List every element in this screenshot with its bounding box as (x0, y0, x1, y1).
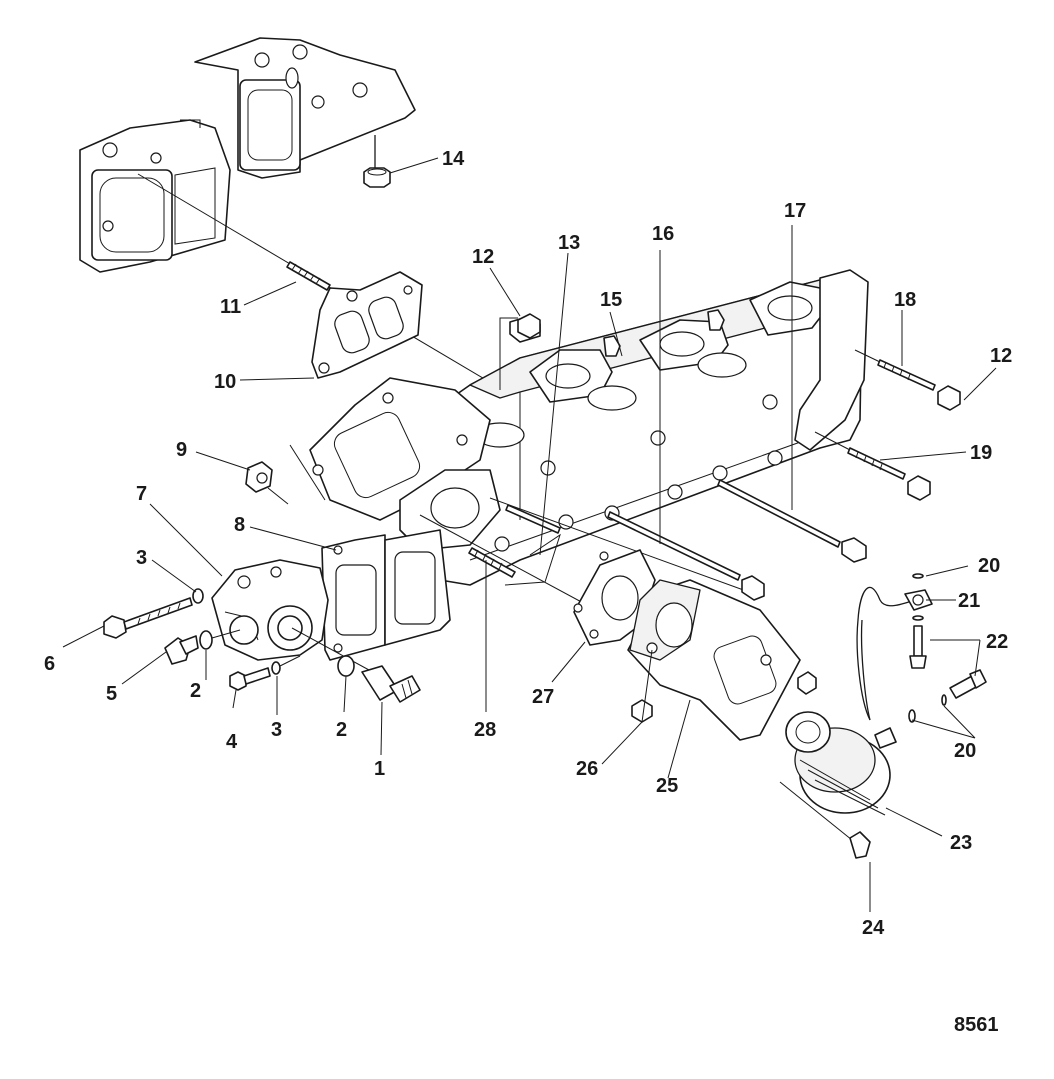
nut-part-14 (363, 167, 391, 188)
plug-part-5 (164, 635, 199, 665)
callout-22: 22 (986, 631, 1008, 653)
stud-part-11 (286, 261, 331, 291)
callout-1: 1 (374, 758, 385, 780)
stud-part-16 (607, 511, 741, 581)
nut-part-17 (841, 537, 867, 563)
nut-part-16 (741, 575, 765, 601)
bolt-part-22-angled (949, 669, 987, 699)
callout-2-right: 2 (336, 719, 347, 741)
washer-part-3-lower (271, 661, 281, 675)
callout-15: 15 (600, 289, 622, 311)
callout-4: 4 (226, 731, 238, 753)
callout-23: 23 (950, 832, 972, 854)
stud-part-18 (854, 349, 936, 391)
stud-part-28 (468, 547, 516, 578)
stud-part-13 (505, 504, 561, 534)
callout-28: 28 (474, 719, 496, 741)
elbow-flange (309, 377, 501, 551)
callout-14: 14 (442, 148, 465, 170)
stud-part-17 (717, 479, 841, 548)
o-ring-part-2-right (337, 655, 355, 677)
leader-lines (62, 157, 997, 912)
callout-5: 5 (106, 683, 117, 705)
callout-labels: 1 2 2 3 3 4 5 6 7 8 9 10 11 12 12 13 14 … (44, 148, 1012, 1036)
callout-19: 19 (970, 442, 992, 464)
nut-part-25-right (797, 671, 817, 695)
fitting-part-23 (785, 711, 897, 816)
callout-12-right: 12 (990, 345, 1012, 367)
washer-part-3-upper (192, 588, 204, 604)
callout-26: 26 (576, 758, 598, 780)
washer-part-20-top (912, 573, 924, 579)
callout-7: 7 (136, 483, 147, 505)
nut-part-26 (631, 699, 653, 723)
o-ring-part-2-left (199, 630, 213, 650)
callout-12-top: 12 (472, 246, 494, 268)
callout-2-left: 2 (190, 680, 201, 702)
callout-13: 13 (558, 232, 580, 254)
callout-17: 17 (784, 200, 806, 222)
callout-16: 16 (652, 223, 674, 245)
bolt-part-22-vertical (909, 625, 927, 669)
callout-3-upper: 3 (136, 547, 147, 569)
callout-11: 11 (220, 296, 241, 318)
callout-21: 21 (958, 590, 980, 612)
callout-20-top: 20 (978, 555, 1000, 577)
gasket-part-9 (245, 444, 326, 505)
tube-assembly (856, 586, 916, 721)
callout-8: 8 (234, 514, 245, 536)
callout-6: 6 (44, 653, 55, 675)
callout-3-lower: 3 (271, 719, 282, 741)
nut-part-19 (907, 475, 931, 501)
figure-number: 8561 (954, 1014, 999, 1036)
riser-block (384, 529, 451, 646)
engine-block-drawing (79, 37, 416, 273)
elbow-part-25 (627, 579, 801, 741)
callout-24: 24 (862, 917, 885, 939)
bolt-part-6 (103, 597, 193, 639)
gasket-part-10 (311, 271, 423, 379)
banjo-fitting-part-21 (904, 589, 933, 611)
callout-10: 10 (214, 371, 236, 393)
callout-27: 27 (532, 686, 554, 708)
washer-part-20-left (908, 709, 916, 723)
gasket-part-8 (321, 534, 386, 661)
washer-part-20-mid (912, 615, 924, 621)
bolt-part-24 (779, 781, 871, 859)
housing-part-7 (211, 559, 329, 661)
stud-part-19 (814, 431, 906, 480)
callout-18: 18 (894, 289, 916, 311)
callout-20-bottom: 20 (954, 740, 976, 762)
sensor-part-1 (361, 665, 421, 703)
nut-part-12-right (937, 385, 961, 411)
nut-part-12-top (517, 313, 541, 339)
bolt-part-4 (229, 667, 271, 691)
callout-9: 9 (176, 439, 187, 461)
washer-part-20-right (941, 694, 947, 706)
callout-25: 25 (656, 775, 678, 797)
